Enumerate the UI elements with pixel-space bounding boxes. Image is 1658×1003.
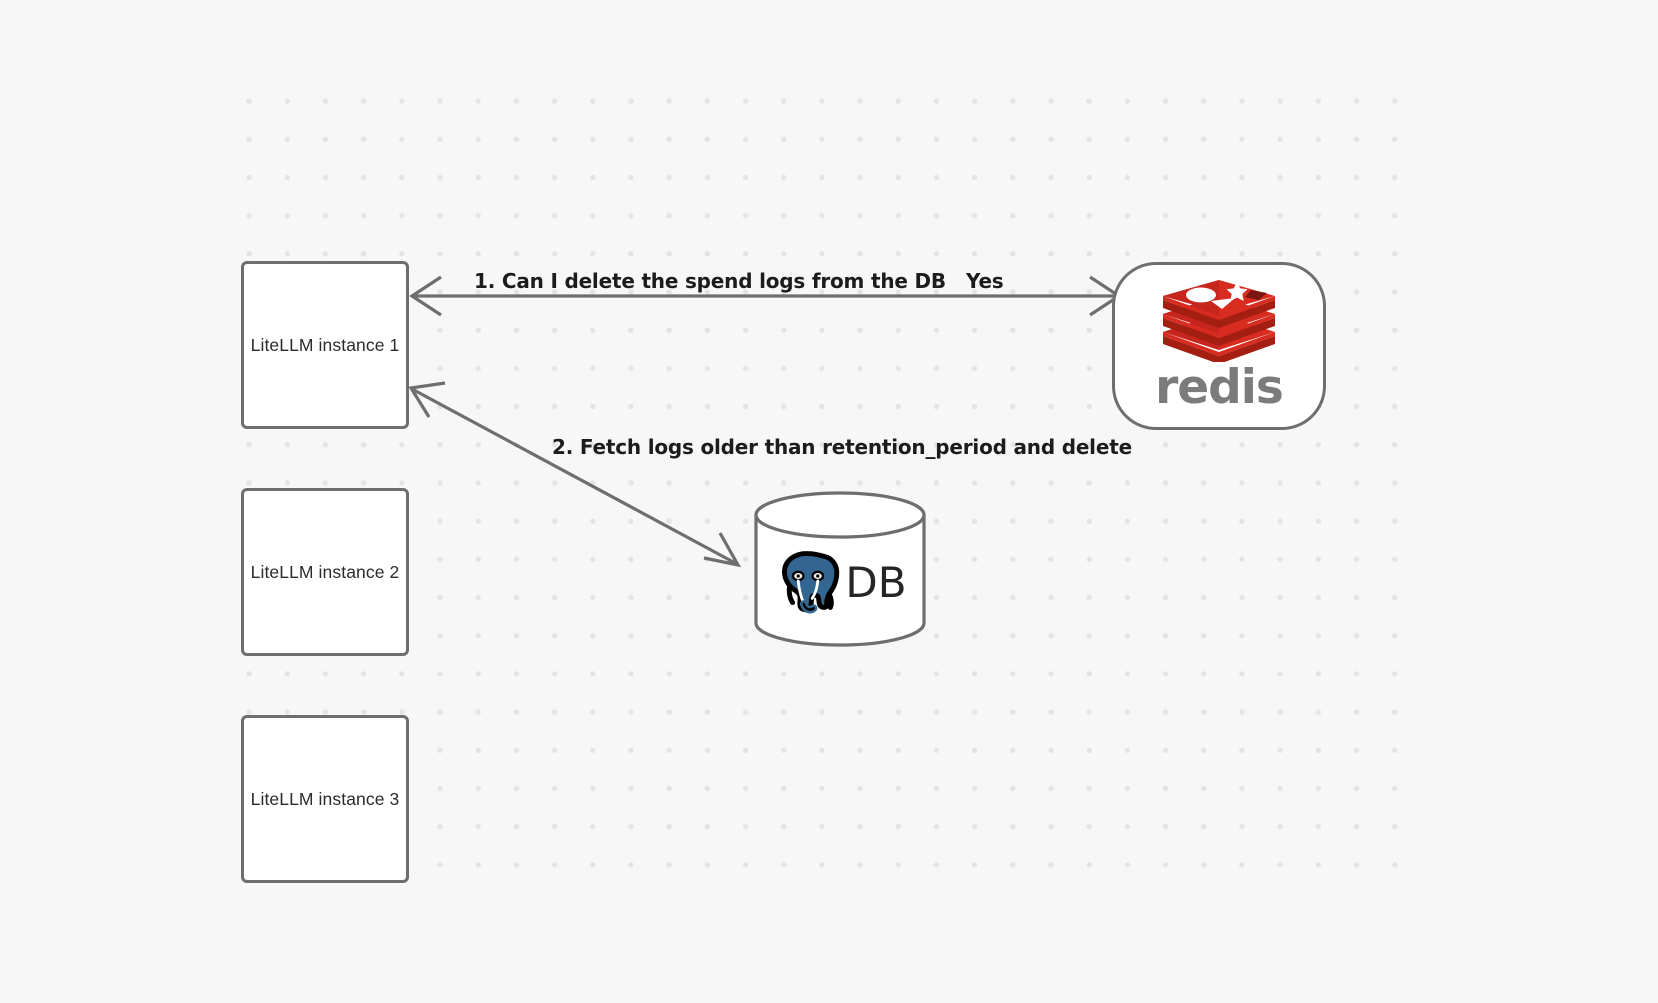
db-label: DB [845,558,907,607]
postgresql-elephant-icon [782,551,840,614]
node-db[interactable]: DB [753,490,927,648]
node-litellm-instance-3[interactable]: LiteLLM instance 3 [241,715,409,883]
redis-logo-group: redis [1155,279,1284,415]
redis-wordmark: redis [1155,359,1284,415]
db-logo-group: DB [753,490,927,648]
edge-label-fetch-delete: 2. Fetch logs older than retention_perio… [552,435,1132,459]
edge-label-reply: Yes [966,269,1004,293]
node-label: LiteLLM instance 1 [250,334,400,355]
node-redis[interactable]: redis [1112,262,1326,430]
node-label: LiteLLM instance 3 [250,788,400,809]
redis-logo-icon [1162,279,1275,362]
node-label: LiteLLM instance 2 [250,561,400,582]
node-litellm-instance-2[interactable]: LiteLLM instance 2 [241,488,409,656]
node-litellm-instance-1[interactable]: LiteLLM instance 1 [241,261,409,429]
cylinder-shape [754,491,926,647]
edge-label-question: 1. Can I delete the spend logs from the … [474,269,946,293]
